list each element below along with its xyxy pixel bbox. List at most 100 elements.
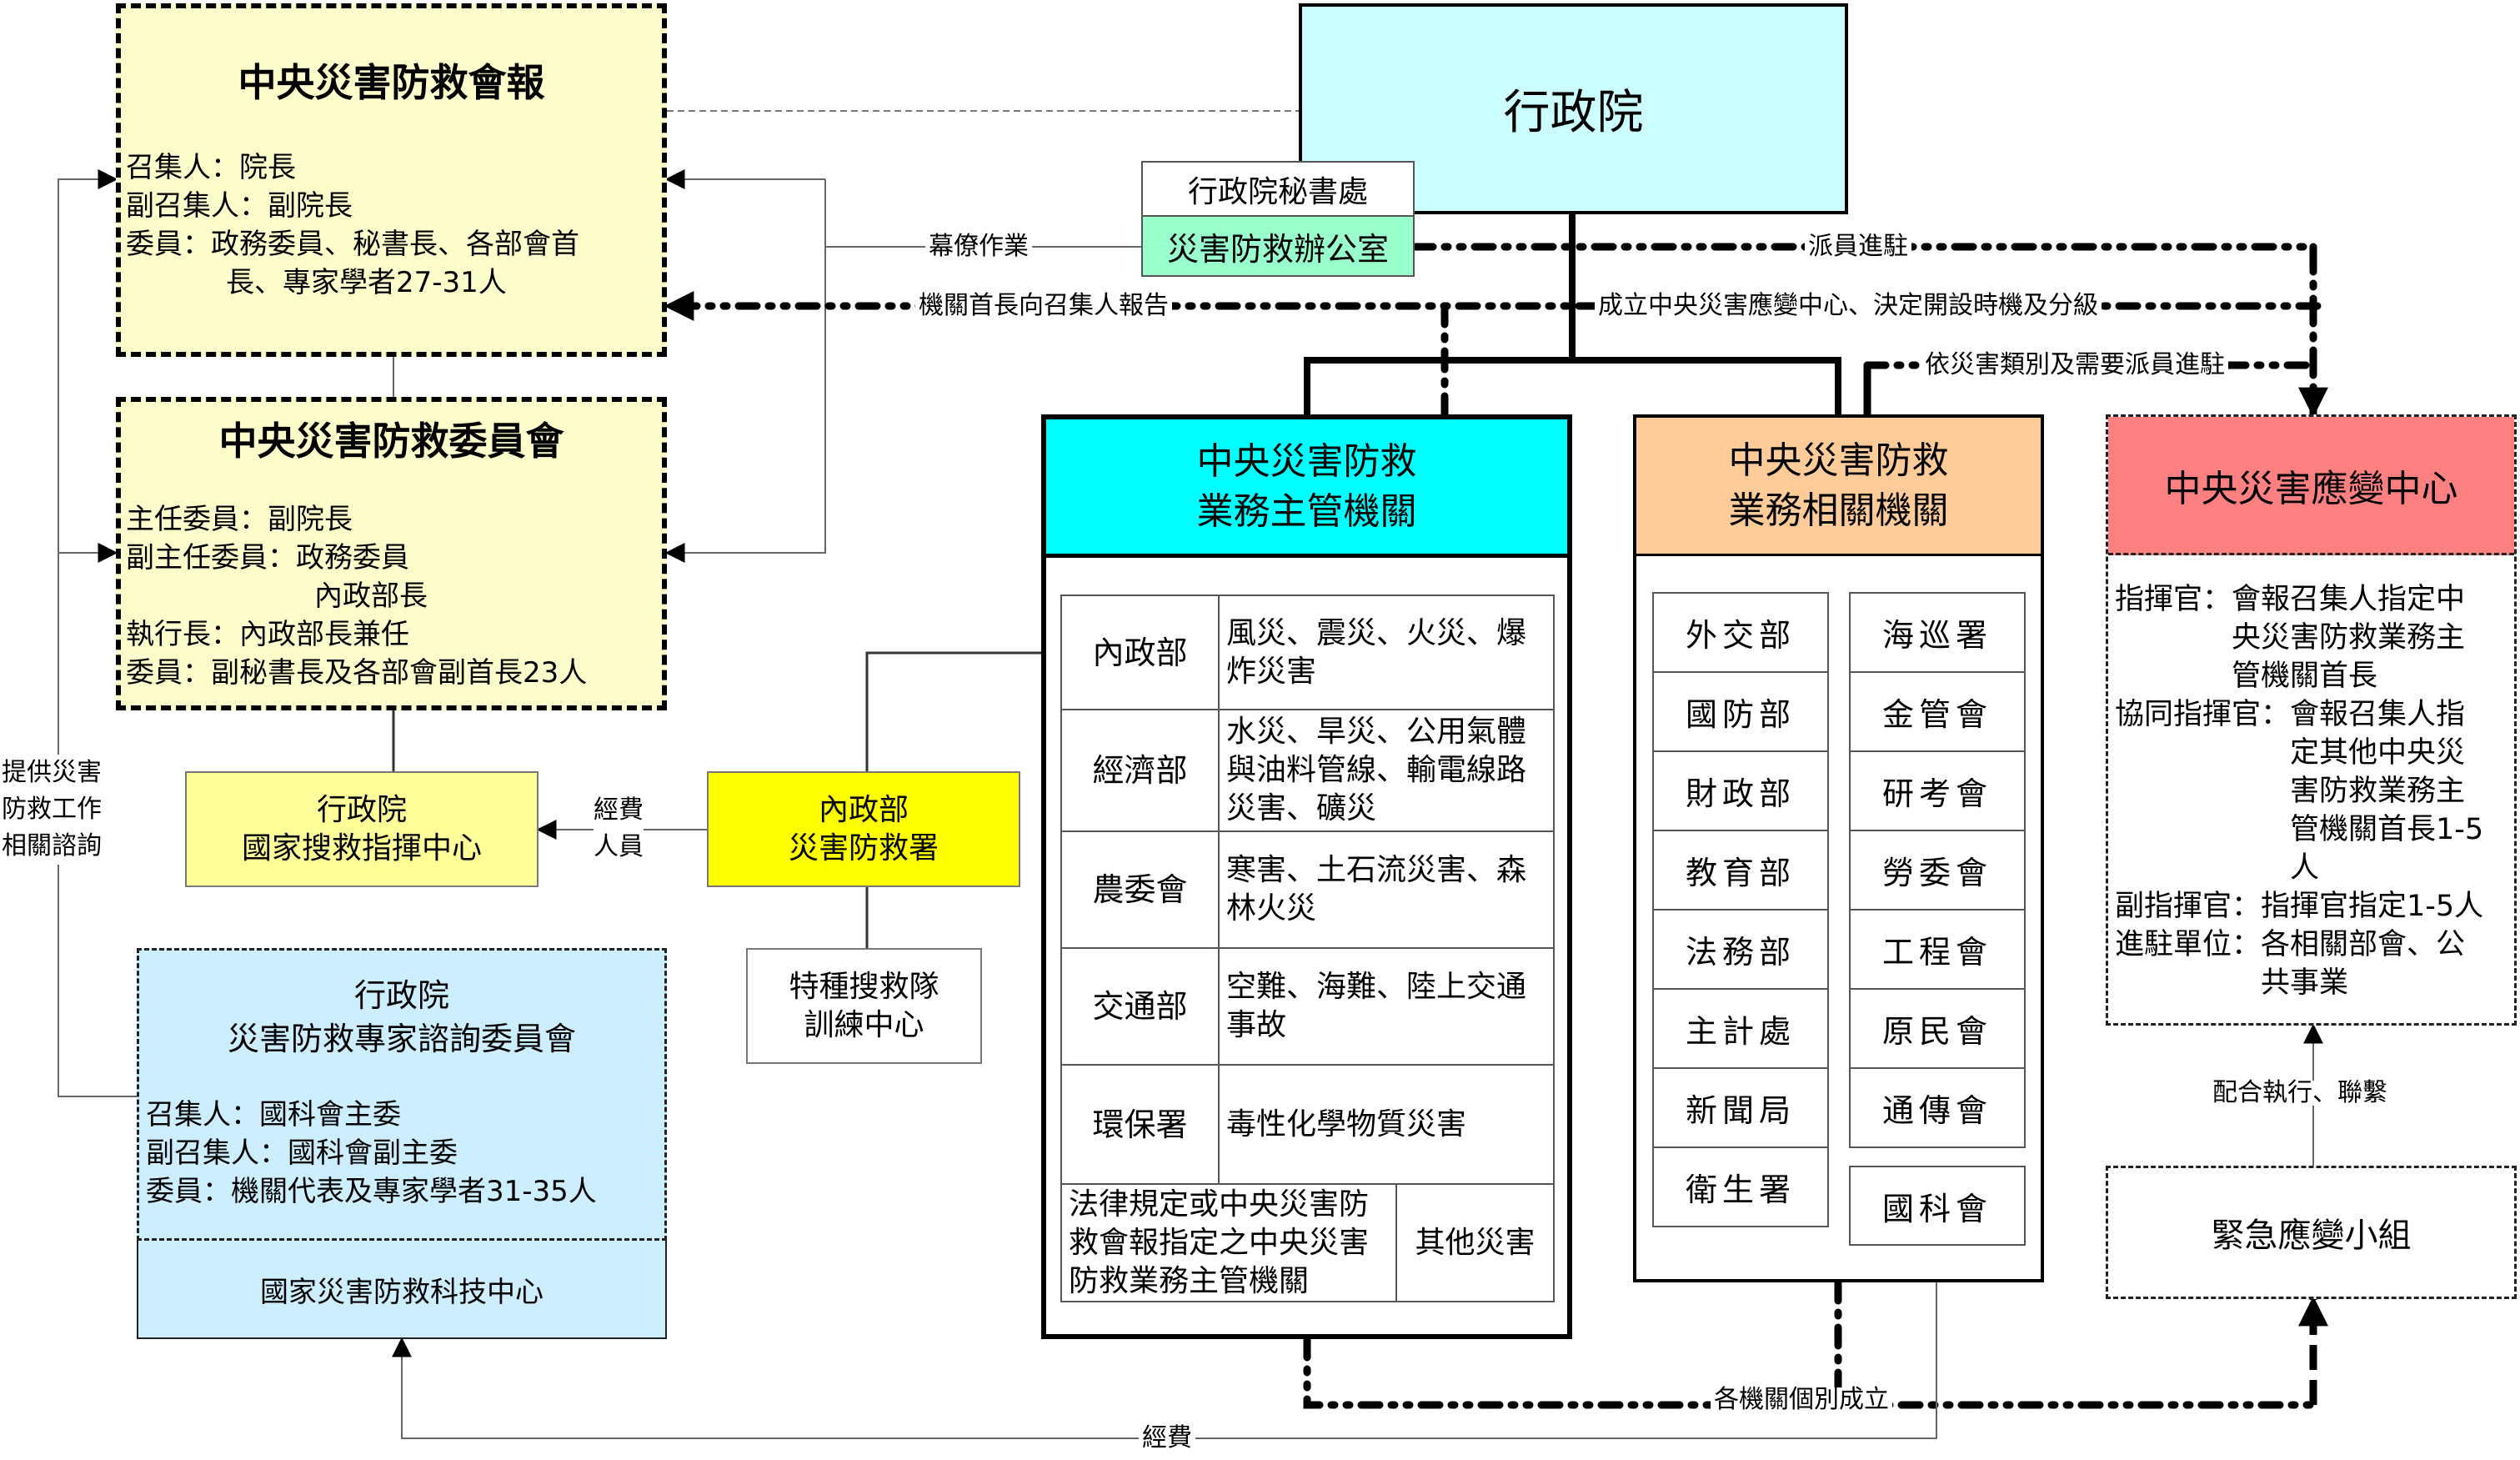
special-rescue-line2: 訓練中心 — [804, 1007, 924, 1042]
duty-line: 防救業務主管機關 — [1069, 1263, 1310, 1298]
chair-line: 主任委員：副院長 — [126, 503, 353, 536]
moi-ndpa-link — [865, 651, 1063, 771]
ndpa-line2: 災害防救署 — [788, 830, 939, 865]
eoc-entry-line: 害防救業務主 — [2290, 775, 2466, 808]
expert-title-line1: 行政院 — [353, 977, 449, 1014]
search-center-line2: 國家搜救指揮中心 — [241, 830, 482, 865]
convener-line: 召集人：院長 — [126, 151, 296, 184]
related-agencies-header: 中央災害防救 業務相關機關 — [1636, 418, 2041, 556]
emergency-team-title: 緊急應變小組 — [2211, 1217, 2412, 1255]
staff-to-council-arrow — [664, 179, 826, 563]
eoc-entries: 指揮官：會報召集人指定中央災害防救業務主管機關首長協同指揮官：會報召集人指定其他… — [2115, 580, 2483, 1002]
agency-cell: 內政部 — [1060, 595, 1220, 710]
duty-cell: 風災、震災、火災、爆炸災害 — [1218, 595, 1555, 710]
funding-text: 經費 — [594, 795, 644, 825]
executive-yuan-title: 行政院 — [1503, 86, 1644, 140]
duty-line: 災害、礦災 — [1226, 791, 1377, 825]
eoc-entry-label: 指揮官： — [2115, 583, 2232, 616]
duty-line: 空難、海難、陸上交通 — [1226, 970, 1527, 1004]
consultation-text-3: 相關諮詢 — [2, 831, 102, 860]
related-agency-cell: 國防部 — [1652, 671, 1829, 752]
disaster-office-title: 災害防救辦公室 — [1166, 230, 1389, 268]
eoc-entry-label: 協同指揮官： — [2115, 698, 2291, 731]
competent-authorities-header: 中央災害防救 業務主管機關 — [1046, 419, 1567, 558]
duty-line: 風災、震災、火災、爆 — [1226, 615, 1527, 650]
duty-line: 救會報指定之中央災害 — [1069, 1225, 1370, 1260]
report-label: 機關首長向召集人報告 — [915, 294, 1172, 319]
other-agency-cell: 法律規定或中央災害防救會報指定之中央災害防救業務主管機關 — [1060, 1183, 1397, 1302]
central-committee-title: 中央災害防救委員會 — [218, 419, 564, 464]
related-title-line1: 中央災害防救 — [1728, 439, 1949, 482]
eoc-header: 中央災害應變中心 — [2108, 417, 2514, 555]
duty-line: 與油料管線、輸電線路 — [1226, 753, 1527, 787]
ey-branches — [1304, 357, 1841, 414]
agency-cell: 經濟部 — [1060, 709, 1220, 832]
staff-work-label: 幕僚作業 — [925, 234, 1032, 259]
related-agency-cell: 勞委會 — [1849, 830, 2026, 911]
related-agency-cell: 原民會 — [1849, 988, 2026, 1069]
related-title-line2: 業務相關機關 — [1728, 489, 1949, 532]
special-rescue-line1: 特種搜救隊 — [789, 969, 939, 1004]
eoc-entry-line: 央災害防救業務主 — [2232, 621, 2466, 655]
duty-line: 炸災害 — [1226, 654, 1317, 689]
consultation-text-2: 防救工作 — [2, 795, 102, 824]
eoc-entry-line: 會報召集人指定中 — [2232, 583, 2466, 616]
dispatch-by-type-label: 依災害類別及需要派員進駐 — [1921, 353, 2228, 378]
vice-chair-line-cont: 內政部長 — [314, 579, 428, 613]
duty-line: 事故 — [1226, 1008, 1287, 1042]
eoc-entry-line: 管機關首長1-5 — [2290, 813, 2484, 846]
central-committee-members: 主任委員：副院長 副主任委員：政務委員 內政部長 執行長：內政部長兼任 委員：副… — [126, 500, 587, 692]
related-agency-cell: 教育部 — [1652, 830, 1829, 911]
establish-eoc-label: 成立中央災害應變中心、決定開設時機及分級 — [1595, 294, 2102, 319]
agency-cell: 環保署 — [1060, 1064, 1220, 1185]
eoc-entry-label: 副指揮官： — [2115, 890, 2262, 923]
central-council-box: 中央災害防救會報 召集人：院長 副召集人：副院長 委員：政務委員、秘書長、各部會… — [116, 3, 667, 357]
related-agency-cell: 新聞局 — [1652, 1067, 1829, 1148]
funding-personnel-label: 經費 人員 — [594, 792, 644, 865]
eoc-title: 中央災害應變中心 — [2164, 467, 2458, 510]
special-rescue-box: 特種搜救隊 訓練中心 — [746, 948, 982, 1064]
each-agency-label: 各機關個別成立 — [1711, 1387, 1892, 1412]
expert-convener-line: 召集人：國科會主委 — [146, 1098, 401, 1131]
agency-cell: 農委會 — [1060, 830, 1220, 949]
eoc-entry-line: 會報召集人指 — [2290, 698, 2466, 731]
ndpa-line1: 內政部 — [818, 792, 909, 827]
eoc-entry-line: 人 — [2290, 851, 2320, 885]
expert-deputy-line: 副召集人：國科會副主委 — [146, 1136, 458, 1170]
ncdr-box: 國家災害防救科技中心 — [137, 1241, 667, 1339]
emergency-team-box: 緊急應變小組 — [2106, 1166, 2517, 1299]
eoc-entry-line: 管機關首長 — [2232, 660, 2378, 693]
related-agency-cell: 通傳會 — [1849, 1067, 2026, 1148]
duty-line: 法律規定或中央災害防 — [1069, 1187, 1370, 1222]
eoc-entry-line: 共事業 — [2261, 966, 2349, 1000]
related-agency-cell: 金管會 — [1849, 671, 2026, 752]
deputy-convener-line: 副召集人：副院長 — [126, 189, 353, 223]
central-committee-box: 中央災害防救委員會 主任委員：副院長 副主任委員：政務委員 內政部長 執行長：內… — [116, 397, 667, 710]
duty-line: 林火災 — [1226, 891, 1317, 926]
members-line: 委員：政務委員、秘書長、各部會首 — [126, 228, 579, 261]
duty-line: 水災、旱災、公用氣體 — [1226, 715, 1527, 749]
expert-title-line2: 災害防救專家諮詢委員會 — [227, 1021, 576, 1057]
eoc-entry-value: 各相關部會、公共事業 — [2261, 926, 2465, 1002]
eoc-entry: 進駐單位：各相關部會、公共事業 — [2115, 926, 2483, 1002]
duty-cell: 寒害、土石流災害、森林火災 — [1218, 830, 1555, 949]
duty-cell: 水災、旱災、公用氣體與油料管線、輸電線路災害、礦災 — [1218, 709, 1555, 832]
related-agency-cell: 研考會 — [1849, 750, 2026, 831]
central-council-title: 中央災害防救會報 — [238, 60, 545, 105]
cooperate-label: 配合執行、聯繫 — [2209, 1081, 2391, 1106]
expert-committee-title: 行政院 災害防救專家諮詢委員會 — [139, 974, 664, 1061]
competent-title-line2: 業務主管機關 — [1196, 489, 1417, 533]
duty-line: 毒性化學物質災害 — [1226, 1106, 1467, 1141]
expert-members-line: 委員：機關代表及專家學者31-35人 — [146, 1175, 597, 1208]
ncdr-label: 國家災害防救科技中心 — [260, 1275, 544, 1309]
eoc-entry-label: 進駐單位： — [2115, 928, 2262, 961]
expert-committee-box: 行政院 災害防救專家諮詢委員會 召集人：國科會主委 副召集人：國科會副主委 委員… — [137, 948, 667, 1241]
related-agency-cell: 衛生署 — [1652, 1146, 1829, 1227]
related-agency-cell: 海巡署 — [1849, 592, 2026, 673]
ndpa-box: 內政部 災害防救署 — [707, 771, 1020, 887]
members-line-cont: 長、專家學者27-31人 — [226, 266, 507, 299]
consultation-label: 提供災害 防救工作 相關諮詢 — [2, 755, 102, 865]
consultation-text-1: 提供災害 — [2, 758, 102, 787]
